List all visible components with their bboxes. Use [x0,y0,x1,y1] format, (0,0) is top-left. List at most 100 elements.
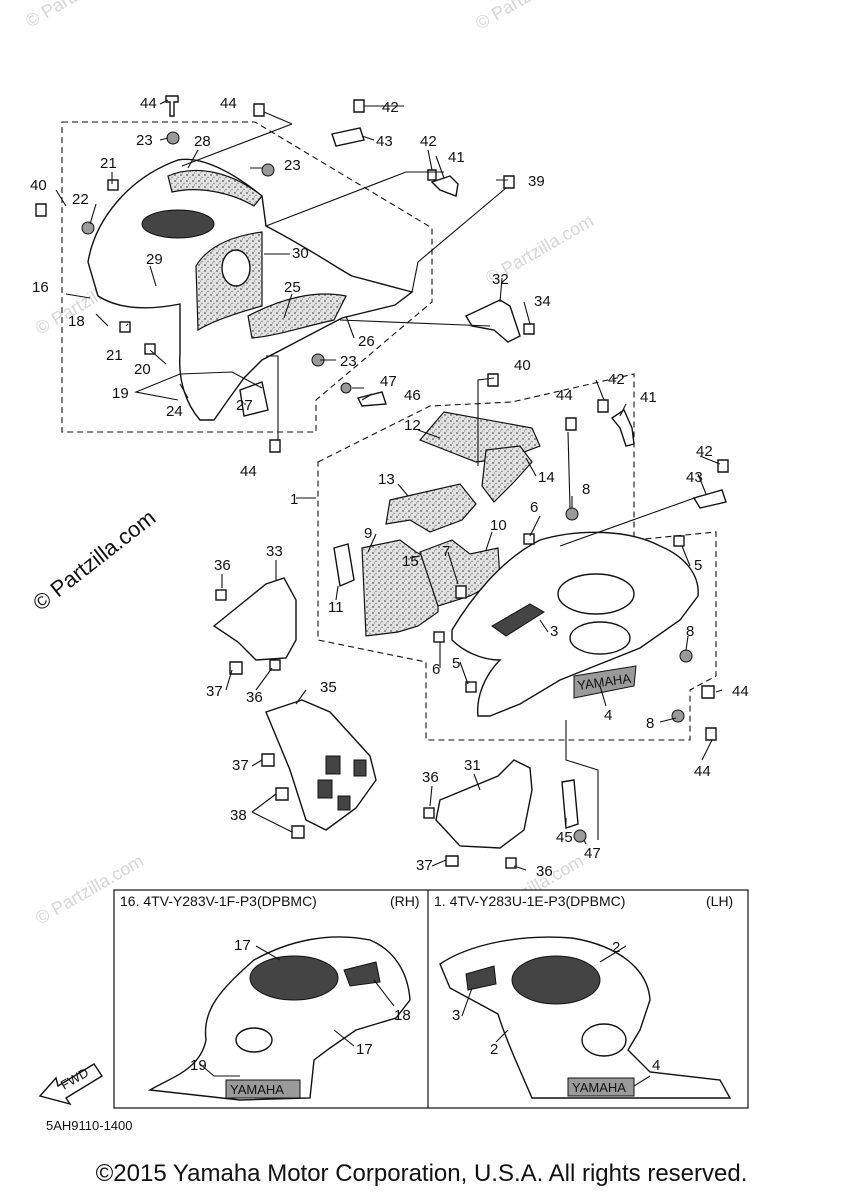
inset-lh-decal-3 [465,965,497,991]
inset-rh-decal-18 [343,961,381,987]
callout-28: 28 [194,133,211,150]
bracket-11 [333,543,355,587]
clip-21-top [107,179,119,191]
screw-44-top [165,95,179,117]
inset-callout-3: 3 [452,1007,460,1024]
clip-6-bottom [433,631,445,643]
panel-13 [385,483,477,533]
callout-11: 11 [328,599,344,616]
screw-42-far [717,459,729,473]
inset-rh-decal [225,1079,301,1099]
screw-38-b [291,825,305,839]
clip-21-bottom [119,321,131,333]
screw-37-mid [261,753,275,767]
inset-callout-2-b: 2 [490,1041,498,1058]
callout-24: 24 [166,403,183,420]
clip-22 [81,221,95,235]
screw-44-upper [253,103,265,117]
inset-rh-cowling [147,936,411,1101]
callout-16: 16 [32,279,49,296]
callout-44-f: 44 [694,763,711,780]
inset-lh-decal [567,1077,635,1097]
panel-35-vent-3 [317,779,333,799]
callout-23-c: 23 [340,353,357,370]
screw-42-right [597,399,609,413]
callout-37: 37 [206,683,223,700]
main-brand-decal: YAMAHA [576,671,632,693]
inset-callout-19: 19 [190,1057,207,1074]
callout-12: 12 [404,417,421,434]
callout-22: 22 [72,191,89,208]
callout-46: 46 [404,387,421,404]
callout-47: 47 [380,373,397,390]
callout-36-c: 36 [422,769,439,786]
callout-21-b: 21 [106,347,123,364]
callout-44-c: 44 [556,387,573,404]
callout-41-b: 41 [640,389,657,406]
inset-left-title: 16. 4TV-Y283V-1F-P3(DPBMC) [120,893,317,909]
assembly-31-duct [423,759,587,871]
callout-40: 40 [30,177,47,194]
screw-40-left [35,203,47,217]
callout-27: 27 [236,397,253,414]
callout-8-c: 8 [646,715,654,732]
side-vent [221,249,251,287]
callout-26: 26 [358,333,375,350]
callout-36-b: 36 [246,689,263,706]
callout-34: 34 [534,293,551,310]
bracket-46 [356,391,387,407]
inset-rh-brand: YAMAHA [230,1082,284,1097]
faint-watermark-2: © Partzilla.com [472,0,587,33]
grommet-47 [340,382,352,394]
callout-33: 33 [266,543,283,560]
callout-42-c: 42 [608,371,625,388]
callout-40-b: 40 [514,357,531,374]
screw-44-lower [269,439,281,453]
callout-labels: 44 44 42 23 28 43 42 41 23 21 40 39 22 3… [30,95,749,880]
callout-41: 41 [448,149,465,166]
callout-37-b: 37 [232,757,249,774]
inset-lh-brand: YAMAHA [572,1080,626,1095]
callout-5: 5 [694,557,702,574]
callout-30: 30 [292,245,309,262]
callout-44: 44 [140,95,157,112]
callout-15: 15 [402,553,419,570]
air-duct-opening [141,209,215,239]
fwd-arrow-icon [38,1063,103,1106]
callout-44-b: 44 [220,95,237,112]
callout-38: 38 [230,807,247,824]
assembly-16-rh-cowling [35,95,535,453]
inset-left-side: (RH) [390,893,420,909]
clip-5-right [673,535,685,547]
inset-lh-duct [511,955,601,1005]
callout-25: 25 [284,279,301,296]
inset-callout-4: 4 [652,1057,660,1074]
inset-callout-17-b: 17 [356,1041,373,1058]
grommet-8-low [671,709,685,723]
callout-10: 10 [490,517,507,534]
panel-35-vent-1 [325,755,341,775]
callout-1: 1 [290,491,298,508]
callout-47-b: 47 [584,845,601,862]
callout-42-d: 42 [696,443,713,460]
bracket-32 [465,299,521,343]
bracket-41-top [430,175,459,197]
callout-21: 21 [100,155,117,172]
callout-8: 8 [582,481,590,498]
callout-44-e: 44 [732,683,749,700]
grommet-8-top [565,507,579,521]
callout-42-b: 42 [420,133,437,150]
screw-38-a [275,787,289,801]
screw-44-right-mid [701,685,715,699]
grommet-47-low [573,829,587,843]
callout-31: 31 [464,757,481,774]
variant-inset: 16. 4TV-Y283V-1F-P3(DPBMC) (RH) 1. 4TV-Y… [38,889,749,1109]
inset-right-side: (LH) [706,893,733,909]
duct-31 [435,759,533,849]
screw-34 [523,323,535,335]
bracket-43-right [692,489,727,509]
panel-14 [481,445,533,503]
callout-5-b: 5 [452,655,460,672]
clip-6-top [523,533,535,545]
panel-35-vent-4 [337,795,351,811]
